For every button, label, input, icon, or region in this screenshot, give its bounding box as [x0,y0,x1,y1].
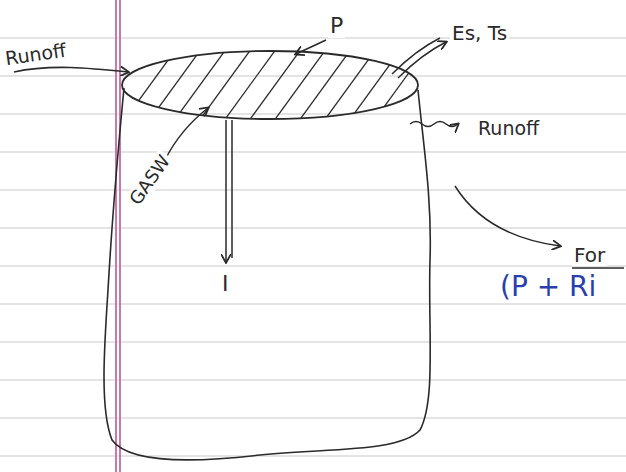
for-underline [572,267,624,268]
gasw-arrow [165,108,208,160]
evap-arrow-2 [392,38,440,74]
precip-label: P [328,14,345,38]
evap-arrow [398,42,446,78]
infiltration-arrow-2 [231,120,233,258]
precip-arrow [296,40,326,54]
formula-arrow [455,186,560,246]
formula-heading: For [572,244,607,266]
evap-label: Es, Ts [450,22,509,44]
infiltration-arrow [225,120,227,262]
hatching [110,30,440,140]
runoff-out-label: Runoff [476,118,541,139]
formula-text: (P + Ri [498,272,598,303]
water-surface [122,51,418,119]
infiltration-label: I [220,272,231,296]
runoff-in-arrow [14,67,128,72]
control-volume-outline [104,88,430,460]
gasw-label: GASW [125,150,175,210]
runoff-in-label: Runoff [2,40,69,70]
runoff-out-arrow [410,122,458,127]
